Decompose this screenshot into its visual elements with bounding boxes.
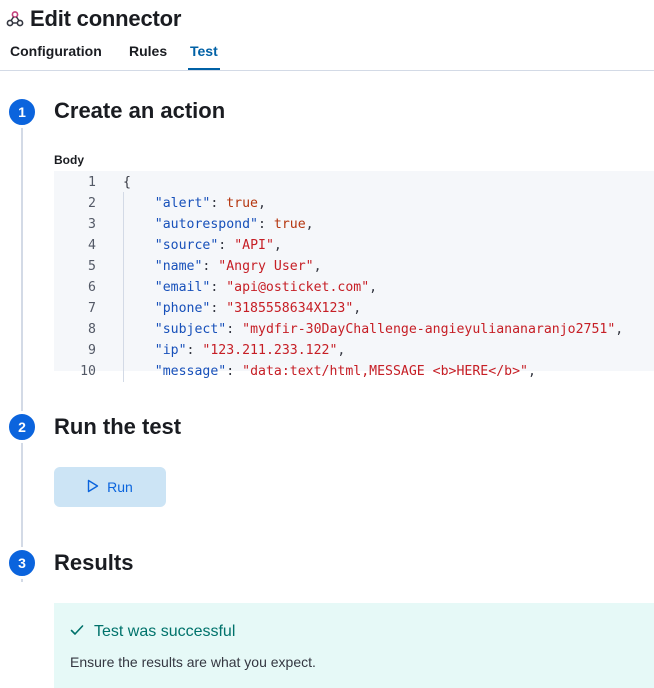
success-callout: Test was successful Ensure the results a… xyxy=(54,603,654,688)
body-code-editor[interactable]: 1 {2 "alert": true, 3 "autorespond": true,… xyxy=(54,171,654,382)
step-number-2: 2 xyxy=(6,411,38,443)
code-text: "email": "api@osticket.com", xyxy=(154,280,378,295)
code-text: "ip": "123.211.233.122", xyxy=(154,343,346,358)
webhook-icon xyxy=(6,10,24,28)
active-tab-indicator xyxy=(188,68,220,70)
line-number: 10 xyxy=(80,364,96,379)
code-text: "autorespond": true, xyxy=(154,217,314,232)
line-number: 9 xyxy=(88,343,96,358)
play-icon xyxy=(87,479,99,496)
line-number: 6 xyxy=(88,280,96,295)
step-title-create-action: Create an action xyxy=(54,98,226,123)
code-text: { xyxy=(123,175,131,190)
check-icon xyxy=(70,623,84,641)
run-button-label: Run xyxy=(107,479,133,495)
callout-title-row: Test was successful xyxy=(70,623,235,641)
tab-configuration[interactable]: Configuration xyxy=(10,43,102,59)
run-button[interactable]: Run xyxy=(54,467,166,507)
step-number-3: 3 xyxy=(6,547,38,579)
line-number: 7 xyxy=(88,301,96,316)
code-text: "subject": "mydfir-30DayChallenge-angiey… xyxy=(154,322,624,337)
line-number: 3 xyxy=(88,217,96,232)
code-text: "message": "data:text/html,MESSAGE <b>HE… xyxy=(154,364,536,379)
steps-rail xyxy=(21,112,23,582)
callout-title: Test was successful xyxy=(94,623,236,640)
line-number: 8 xyxy=(88,322,96,337)
title-row: Edit connector xyxy=(6,4,181,34)
callout-text: Ensure the results are what you expect. xyxy=(70,654,316,670)
page-title: Edit connector xyxy=(30,6,182,31)
code-text: "source": "API", xyxy=(154,238,282,253)
code-text: "phone": "3185558634X123", xyxy=(154,301,362,316)
line-number: 1 xyxy=(88,175,96,190)
code-text: "name": "Angry User", xyxy=(154,259,322,274)
body-label: Body xyxy=(54,153,84,167)
line-number: 2 xyxy=(88,196,96,211)
code-text: "alert": true, xyxy=(154,196,266,211)
step-number-1: 1 xyxy=(6,96,38,128)
line-number: 5 xyxy=(88,259,96,274)
tab-test-label: Test xyxy=(190,43,218,59)
step-title-run-test: Run the test xyxy=(54,414,182,439)
step-title-results: Results xyxy=(54,550,134,575)
line-number: 4 xyxy=(88,238,96,253)
indent-guide xyxy=(123,192,124,382)
tab-test[interactable]: Test xyxy=(188,40,220,70)
tab-rules[interactable]: Rules xyxy=(129,43,168,59)
page-header: Edit connector Configuration Rules Test xyxy=(0,0,654,71)
